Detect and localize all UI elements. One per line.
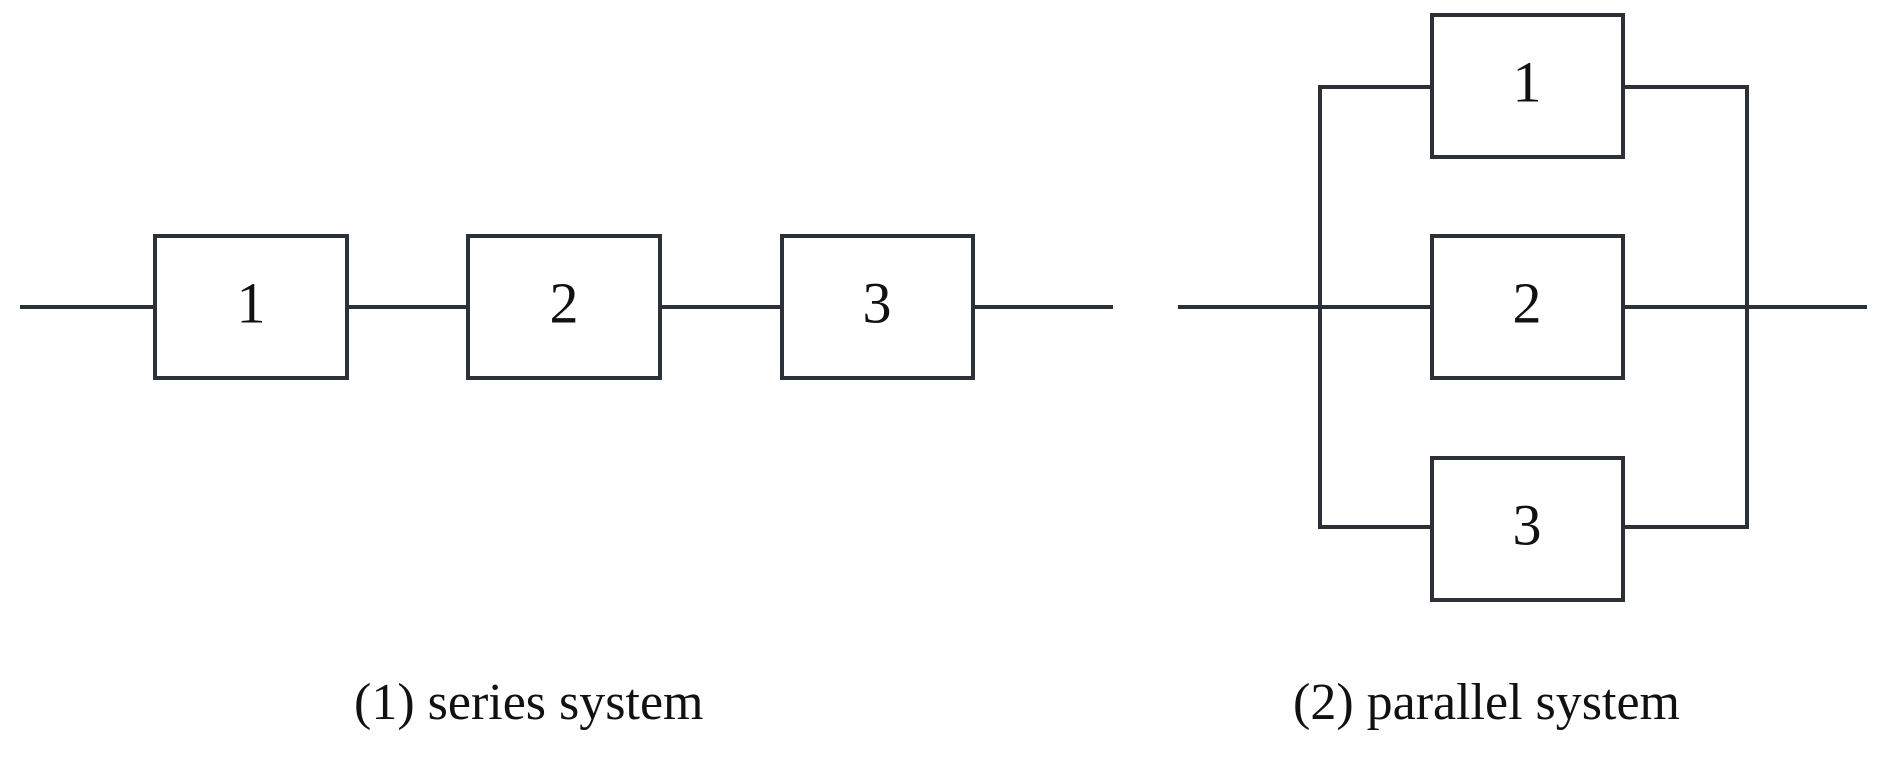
series-system-caption: (1) series system xyxy=(354,674,704,731)
parallel-system-caption: (2) parallel system xyxy=(1293,674,1680,731)
parallel-block-1[interactable]: 1 xyxy=(1430,13,1625,159)
series-block-3[interactable]: 3 xyxy=(780,234,975,380)
series-block-2-label: 2 xyxy=(550,270,579,335)
parallel-block-2-rect[interactable] xyxy=(1430,234,1625,380)
series-block-1-label: 1 xyxy=(237,270,266,335)
series-block-3-rect[interactable] xyxy=(780,234,975,380)
series-block-2[interactable]: 2 xyxy=(466,234,662,380)
parallel-block-1-rect[interactable] xyxy=(1430,13,1625,159)
parallel-block-1-label: 1 xyxy=(1513,49,1542,114)
series-block-2-rect[interactable] xyxy=(466,234,662,380)
parallel-block-3-rect[interactable] xyxy=(1430,456,1625,602)
parallel-block-2-label: 2 xyxy=(1513,270,1542,335)
parallel-block-3-label: 3 xyxy=(1513,492,1542,557)
series-block-1-rect[interactable] xyxy=(153,234,349,380)
series-block-1[interactable]: 1 xyxy=(153,234,349,380)
series-block-3-label: 3 xyxy=(863,270,892,335)
parallel-block-3[interactable]: 3 xyxy=(1430,456,1625,602)
parallel-block-2[interactable]: 2 xyxy=(1430,234,1625,380)
parallel-system-diagram: 1 2 3 xyxy=(1178,13,1867,602)
series-system-diagram: 1 2 3 xyxy=(20,234,1113,380)
